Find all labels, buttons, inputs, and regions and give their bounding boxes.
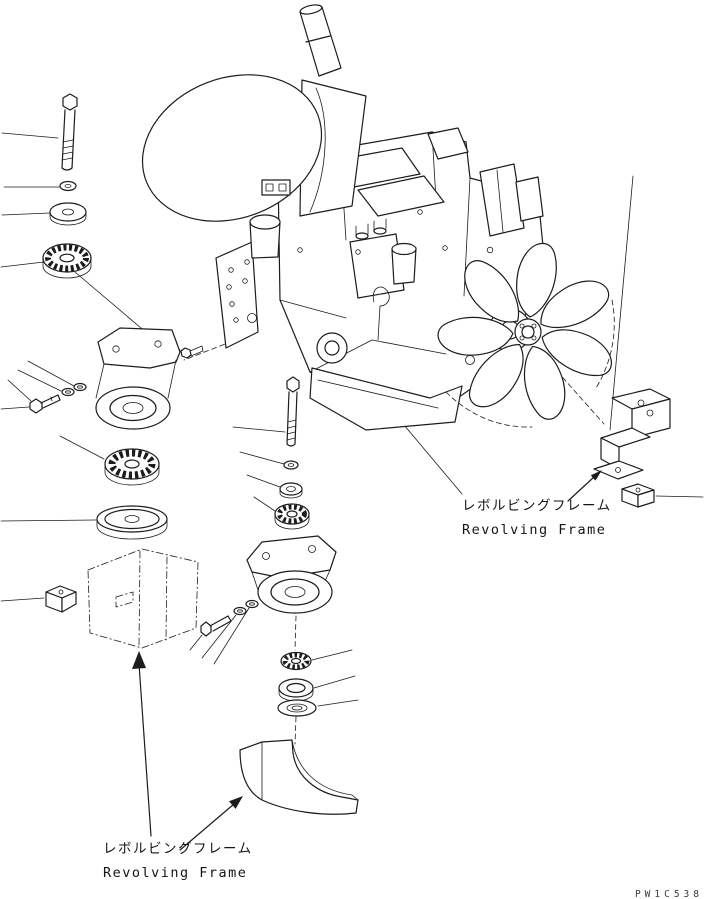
rubber-mount-center (274, 503, 310, 530)
exhaust-muffler (141, 74, 367, 222)
rubber-mount-left-top (42, 243, 92, 279)
rubber-mount-lower (280, 651, 312, 671)
cooling-fan (434, 242, 618, 428)
flat-washer-center-large (279, 482, 303, 499)
rubber-cushion-left (104, 448, 160, 486)
flat-washer-left (59, 180, 77, 192)
revolving-frame-label-jp-right: レボルビングフレーム (462, 498, 612, 514)
bottom-guard-cover (239, 739, 359, 815)
flat-ring-lower (277, 699, 317, 717)
revolving-frame-label-en-bottom: Revolving Frame (103, 865, 247, 881)
small-screw-bracket (180, 345, 204, 359)
revolving-frame-label-en-right: Revolving Frame (462, 522, 606, 538)
arrow-to-guard-plate (132, 651, 152, 837)
exhaust-pipe (299, 4, 342, 77)
flat-washer-center-small (283, 460, 299, 470)
guard-plate-hidden (87, 548, 199, 649)
dish-washer-left (96, 505, 168, 540)
ring-washer-lower (278, 678, 314, 702)
clamp-right (621, 483, 655, 508)
clamp-left (45, 585, 77, 613)
engine-bracket-left (95, 327, 181, 430)
pedestal-bracket (246, 535, 337, 614)
mount-bolt-long-left (61, 93, 78, 171)
pedestal-bolt-washers (200, 599, 259, 637)
mount-bolt-long-center (286, 376, 300, 447)
arrow-to-right-bracket (567, 470, 602, 502)
revolving-frame-label-jp-bottom: レボルビングフレーム (103, 841, 253, 857)
drawing-part-code: PW1C538 (635, 889, 703, 899)
small-bolt-washers-left (29, 382, 87, 414)
bracket-right (593, 388, 671, 480)
arrow-to-bottom-guard (179, 796, 243, 851)
mount-plate-disc-left (49, 202, 87, 226)
